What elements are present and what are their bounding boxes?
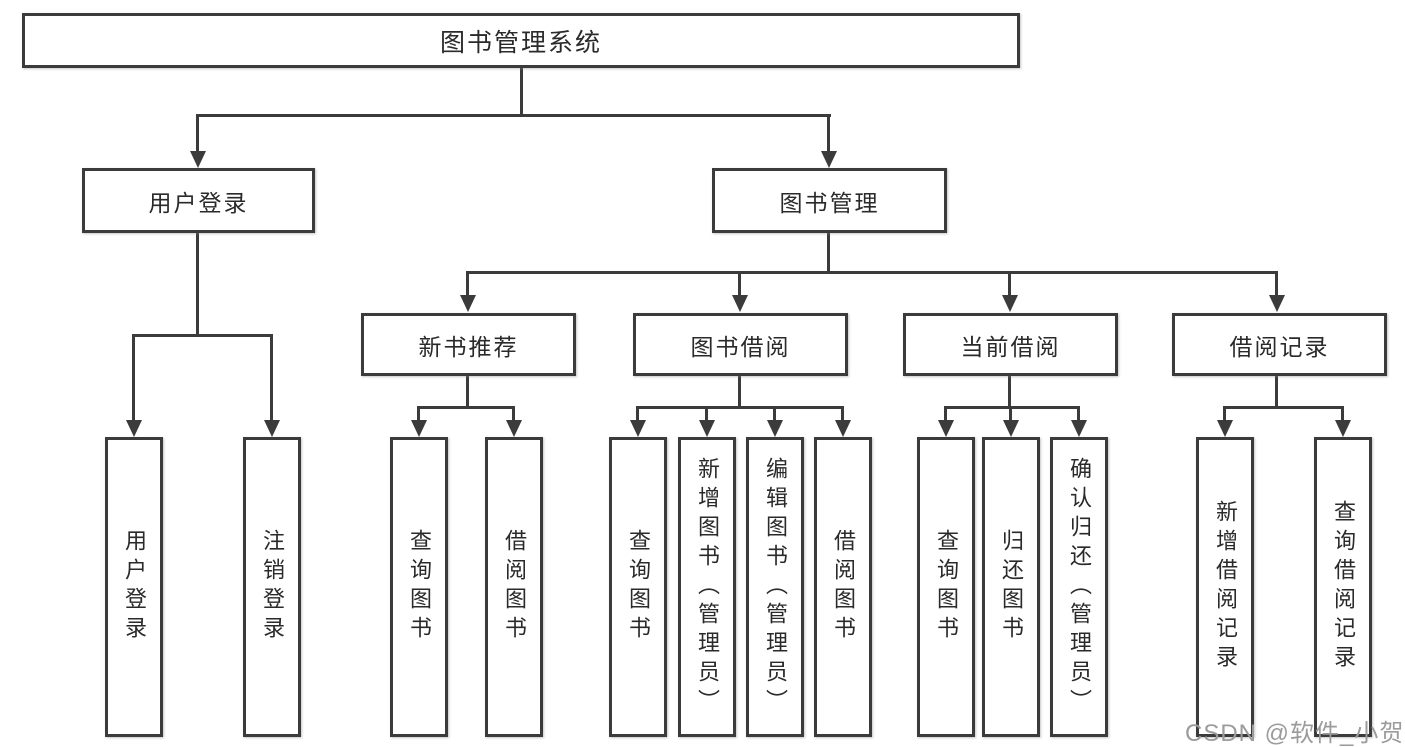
leaf-bb-query-books: 查询图书 [609,437,667,737]
connector-elbow-user-login [132,334,273,337]
leaf-bb-borrow-books-label: 借阅图书 [831,529,856,645]
leaf-bb-add-books-admin-label: 新增图书（管理员） [695,456,720,718]
node-root: 图书管理系统 [22,13,1020,68]
connector-drop-cb-confirm [1077,406,1080,423]
leaf-br-query-record-label: 查询借阅记录 [1331,500,1356,674]
leaf-br-add-record-label: 新增借阅记录 [1213,500,1238,674]
arrowhead-br-add [1217,420,1233,437]
leaf-bb-add-books-admin: 新增图书（管理员） [678,437,736,737]
connector-elbow-book-borrow [636,406,844,409]
leaf-nb-borrow-books: 借阅图书 [485,437,543,737]
node-book-management-label: 图书管理 [779,189,880,216]
connector-drop-borrow-records [1275,271,1278,298]
arrowhead-cb-confirm [1071,420,1087,437]
node-new-book-recommend-label: 新书推荐 [418,333,519,360]
node-book-management: 图书管理 [712,168,947,233]
leaf-bb-query-books-label: 查询图书 [626,529,651,645]
node-book-borrow: 图书借阅 [633,313,848,376]
leaf-cb-return-books: 归还图书 [982,437,1040,737]
connector-drop-leaf-login [132,334,135,423]
connector-drop-leaf-logout [270,334,273,423]
connector-drop-cb-query [944,406,947,423]
connector-drop-br-add [1223,406,1226,423]
leaf-cb-confirm-return-admin: 确认归还（管理员） [1050,437,1108,737]
node-current-borrow: 当前借阅 [903,313,1118,376]
connector-drop-cb-return [1009,406,1012,423]
leaf-logout: 注销登录 [243,437,301,737]
connector-drop-user-login [196,114,199,154]
arrowhead-book-management [821,151,837,168]
connector-stem-book-management [827,233,830,273]
connector-drop-bb-add [705,406,708,423]
connector-elbow-borrow-records [1223,406,1344,409]
arrowhead-user-login [190,151,206,168]
arrowhead-br-query [1335,420,1351,437]
arrowhead-bb-add [699,420,715,437]
connector-drop-br-query [1341,406,1344,423]
arrowhead-cb-query [938,420,954,437]
connector-elbow-book-management [466,271,1278,274]
node-current-borrow-label: 当前借阅 [960,333,1061,360]
connector-elbow-new-book [417,406,515,409]
connector-elbow-root [196,114,831,117]
node-borrow-records: 借阅记录 [1172,313,1387,376]
leaf-bb-borrow-books: 借阅图书 [814,437,872,737]
leaf-user-login: 用户登录 [105,437,163,737]
leaf-nb-query-books: 查询图书 [390,437,448,737]
connector-stem-book-borrow [738,376,741,409]
leaf-nb-query-books-label: 查询图书 [407,529,432,645]
connector-stem-root [520,67,523,115]
leaf-bb-edit-books-admin-label: 编辑图书（管理员） [763,456,788,718]
connector-drop-new-book [466,271,469,298]
connector-drop-book-management [827,114,830,154]
arrowhead-borrow-records [1269,295,1285,312]
leaf-cb-return-books-label: 归还图书 [999,529,1024,645]
arrowhead-current-borrow [1002,295,1018,312]
leaf-cb-query-books: 查询图书 [917,437,975,737]
connector-drop-nb-borrow [512,406,515,423]
leaf-logout-label: 注销登录 [260,529,285,645]
arrowhead-book-borrow [732,295,748,312]
leaf-cb-query-books-label: 查询图书 [934,529,959,645]
node-user-login-label: 用户登录 [148,189,249,216]
arrowhead-nb-borrow [506,420,522,437]
arrowhead-bb-edit [767,420,783,437]
connector-stem-borrow-records [1275,376,1278,409]
connector-stem-new-book [466,376,469,409]
watermark-text: CSDN @软件_小贺同学 [1185,720,1405,747]
leaf-user-login-label: 用户登录 [122,529,147,645]
node-new-book-recommend: 新书推荐 [361,313,576,376]
leaf-br-query-record: 查询借阅记录 [1314,437,1372,737]
connector-drop-bb-edit [773,406,776,423]
arrowhead-cb-return [1003,420,1019,437]
node-user-login: 用户登录 [82,168,315,233]
leaf-nb-borrow-books-label: 借阅图书 [502,529,527,645]
connector-drop-bb-borrow [841,406,844,423]
arrowhead-new-book [460,295,476,312]
node-root-label: 图书管理系统 [439,28,602,57]
node-book-borrow-label: 图书借阅 [690,333,791,360]
arrowhead-nb-query [411,420,427,437]
connector-stem-user-login [196,233,199,337]
arrowhead-bb-query [630,420,646,437]
connector-stem-current-borrow [1008,376,1011,409]
leaf-cb-confirm-return-admin-label: 确认归还（管理员） [1067,456,1092,718]
connector-elbow-current-borrow [944,406,1080,409]
arrowhead-leaf-logout [264,420,280,437]
leaf-br-add-record: 新增借阅记录 [1196,437,1254,737]
arrowhead-bb-borrow [835,420,851,437]
arrowhead-leaf-login [126,420,142,437]
leaf-bb-edit-books-admin: 编辑图书（管理员） [746,437,804,737]
connector-drop-bb-query [636,406,639,423]
connector-drop-nb-query [417,406,420,423]
connector-drop-book-borrow [738,271,741,298]
node-borrow-records-label: 借阅记录 [1229,333,1330,360]
connector-drop-current-borrow [1008,271,1011,298]
